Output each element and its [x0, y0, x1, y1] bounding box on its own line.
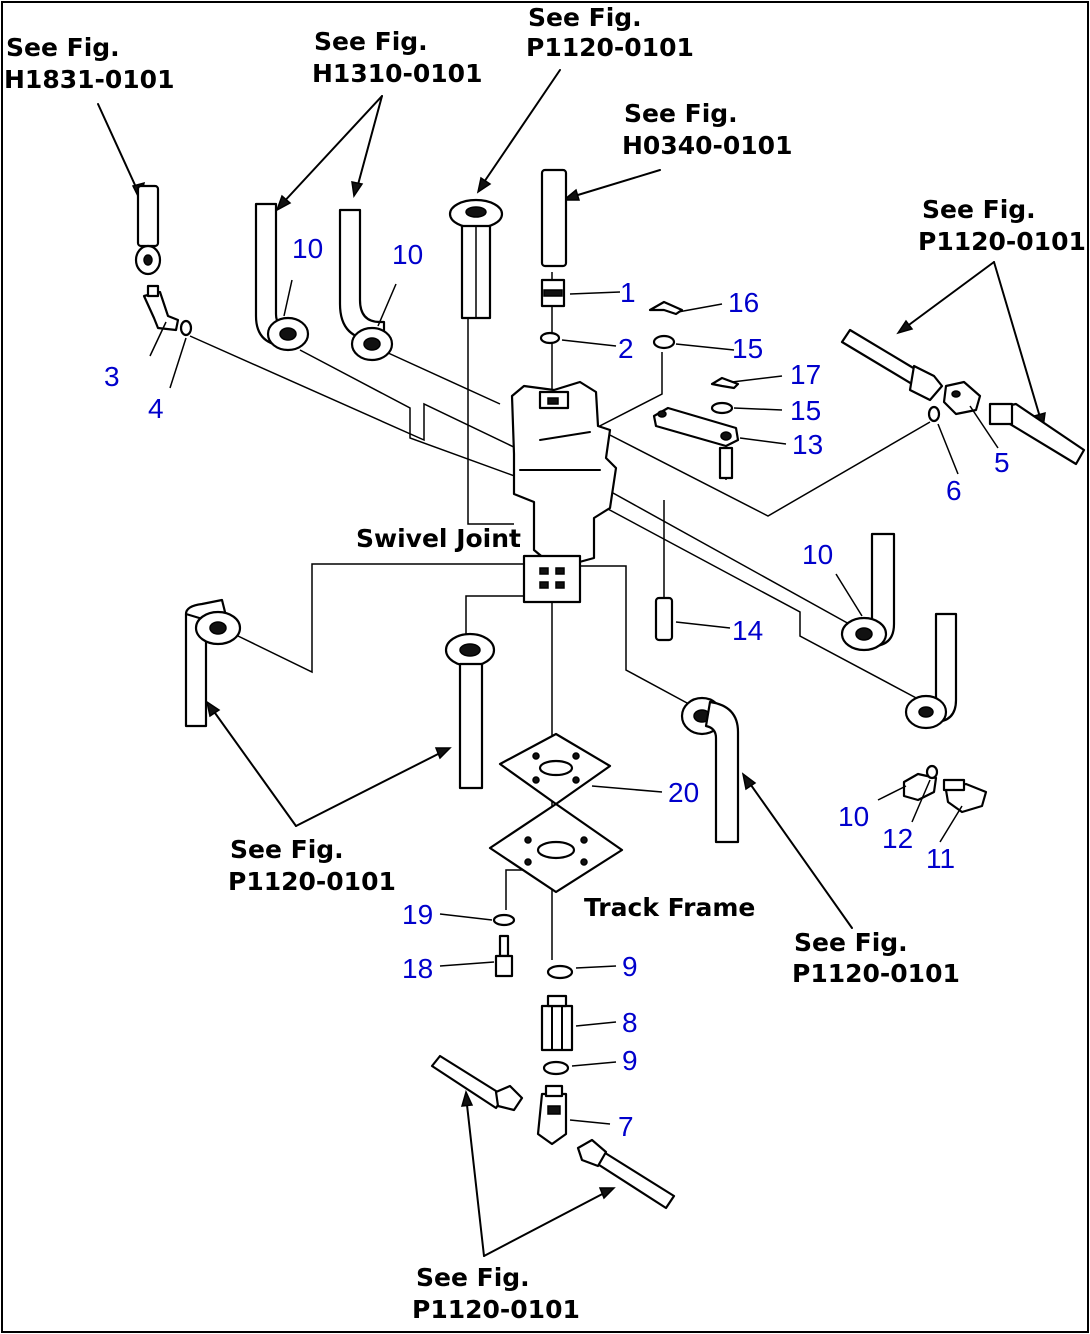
- callout-14: 14: [732, 615, 763, 646]
- ref-p1120-bottom-line2: P1120-0101: [412, 1295, 580, 1324]
- tube-h0340: [540, 168, 568, 268]
- ref-h1310: See Fig. H1310-0101: [312, 27, 482, 88]
- callout-13: 13: [792, 429, 823, 460]
- hose-p1120-lowright: [680, 696, 740, 844]
- pin-17: [710, 376, 740, 390]
- fitting-5: [942, 380, 982, 416]
- callout-1: 1: [620, 277, 636, 308]
- ref-h0340-line1: See Fig.: [624, 99, 738, 128]
- callout-10-d: 10: [838, 801, 869, 832]
- tube-p1120-right-b: [988, 402, 1086, 466]
- ref-h1310-line1: See Fig.: [314, 27, 428, 56]
- callout-16: 16: [728, 287, 759, 318]
- hose-flange-10-right: [840, 532, 896, 652]
- ref-p1120-right-line2: P1120-0101: [918, 227, 1086, 256]
- bolt-18: [494, 934, 514, 978]
- callout-5: 5: [994, 447, 1010, 478]
- fitting-1: [540, 278, 566, 308]
- ref-p1120-bottom-line1: See Fig.: [416, 1263, 530, 1292]
- ref-h0340: See Fig. H0340-0101: [622, 99, 792, 160]
- pin-14: [654, 596, 674, 642]
- ref-p1120-top-line1: See Fig.: [528, 3, 642, 32]
- tube-p1120-top: [448, 198, 504, 320]
- gasket-plate-20: [498, 732, 612, 806]
- ref-p1120-left-line1: See Fig.: [230, 835, 344, 864]
- ref-p1120-bottom: See Fig. P1120-0101: [412, 1263, 580, 1324]
- track-frame-plate: [488, 802, 624, 894]
- ref-h1831: See Fig. H1831-0101: [4, 33, 174, 94]
- tube-p1120-bottom-left: [430, 1054, 524, 1112]
- lever-13: [652, 406, 740, 480]
- callout-20: 20: [668, 777, 699, 808]
- ref-h0340-line2: H0340-0101: [622, 131, 792, 160]
- washer-2: [539, 331, 561, 345]
- callout-19: 19: [402, 899, 433, 930]
- callout-8: 8: [622, 1007, 638, 1038]
- ref-p1120-top-line2: P1120-0101: [526, 33, 694, 62]
- washer-15-mid: [710, 401, 734, 415]
- ref-p1120-left-line2: P1120-0101: [228, 867, 396, 896]
- callout-15-top: 15: [732, 333, 763, 364]
- callout-9-bottom: 9: [622, 1045, 638, 1076]
- hose-h1831: [134, 184, 162, 276]
- ref-p1120-lowright-line2: P1120-0101: [792, 959, 960, 988]
- elbow-fitting-3: [142, 284, 180, 332]
- washer-12: [925, 764, 939, 780]
- hose-p1120-mid: [444, 632, 496, 790]
- o-ring-4: [179, 319, 193, 337]
- tube-p1120-bottom-right: [576, 1138, 676, 1210]
- callout-10-b: 10: [392, 239, 423, 270]
- callout-15-mid: 15: [790, 395, 821, 426]
- ref-p1120-lowright-line1: See Fig.: [794, 928, 908, 957]
- callout-10-c: 10: [802, 539, 833, 570]
- hose-h1310-right: [338, 208, 394, 362]
- tube-p1120-right-a: [840, 328, 944, 402]
- ref-p1120-top: See Fig. P1120-0101: [526, 3, 694, 62]
- callout-4: 4: [148, 393, 164, 424]
- pin-16: [648, 300, 684, 316]
- callout-17: 17: [790, 359, 821, 390]
- callout-12: 12: [882, 823, 913, 854]
- callout-11: 11: [926, 843, 955, 874]
- bolt-11: [942, 778, 988, 814]
- o-ring-6: [927, 405, 941, 423]
- ref-h1310-line2: H1310-0101: [312, 59, 482, 88]
- callout-10-a: 10: [292, 233, 323, 264]
- coupling-8: [540, 994, 574, 1052]
- o-ring-9-top: [546, 964, 574, 980]
- ref-p1120-left: See Fig. P1120-0101: [228, 835, 396, 896]
- callout-2: 2: [618, 333, 634, 364]
- ref-h1831-line2: H1831-0101: [4, 65, 174, 94]
- ref-p1120-right-line1: See Fig.: [922, 195, 1036, 224]
- callout-6: 6: [946, 475, 962, 506]
- o-ring-9-bottom: [542, 1060, 570, 1076]
- washer-15-top: [652, 334, 676, 350]
- callout-3: 3: [104, 361, 120, 392]
- callout-numbers: 1 2 3 4 5 6 7 8 9 9 10 10 10 10 11 12 13…: [104, 233, 1010, 1142]
- ref-p1120-right: See Fig. P1120-0101: [918, 195, 1086, 256]
- leader-lines: [97, 69, 1046, 1257]
- callout-leaders: [149, 279, 999, 1125]
- callout-18: 18: [402, 953, 433, 984]
- hose-p1120-left: [184, 598, 242, 728]
- callout-7: 7: [618, 1111, 634, 1142]
- hose-h1310-left: [254, 202, 310, 352]
- callout-9-top: 9: [622, 951, 638, 982]
- elbow-7: [536, 1084, 568, 1146]
- ref-p1120-lowright: See Fig. P1120-0101: [792, 928, 960, 988]
- label-track-frame: Track Frame: [584, 893, 755, 922]
- swivel-joint-body: [510, 380, 618, 604]
- washer-19: [492, 913, 516, 927]
- ref-h1831-line1: See Fig.: [6, 33, 120, 62]
- hose-elbow-farright: [904, 612, 958, 730]
- label-swivel-joint: Swivel Joint: [356, 524, 521, 553]
- flange-10-lower: [902, 772, 938, 802]
